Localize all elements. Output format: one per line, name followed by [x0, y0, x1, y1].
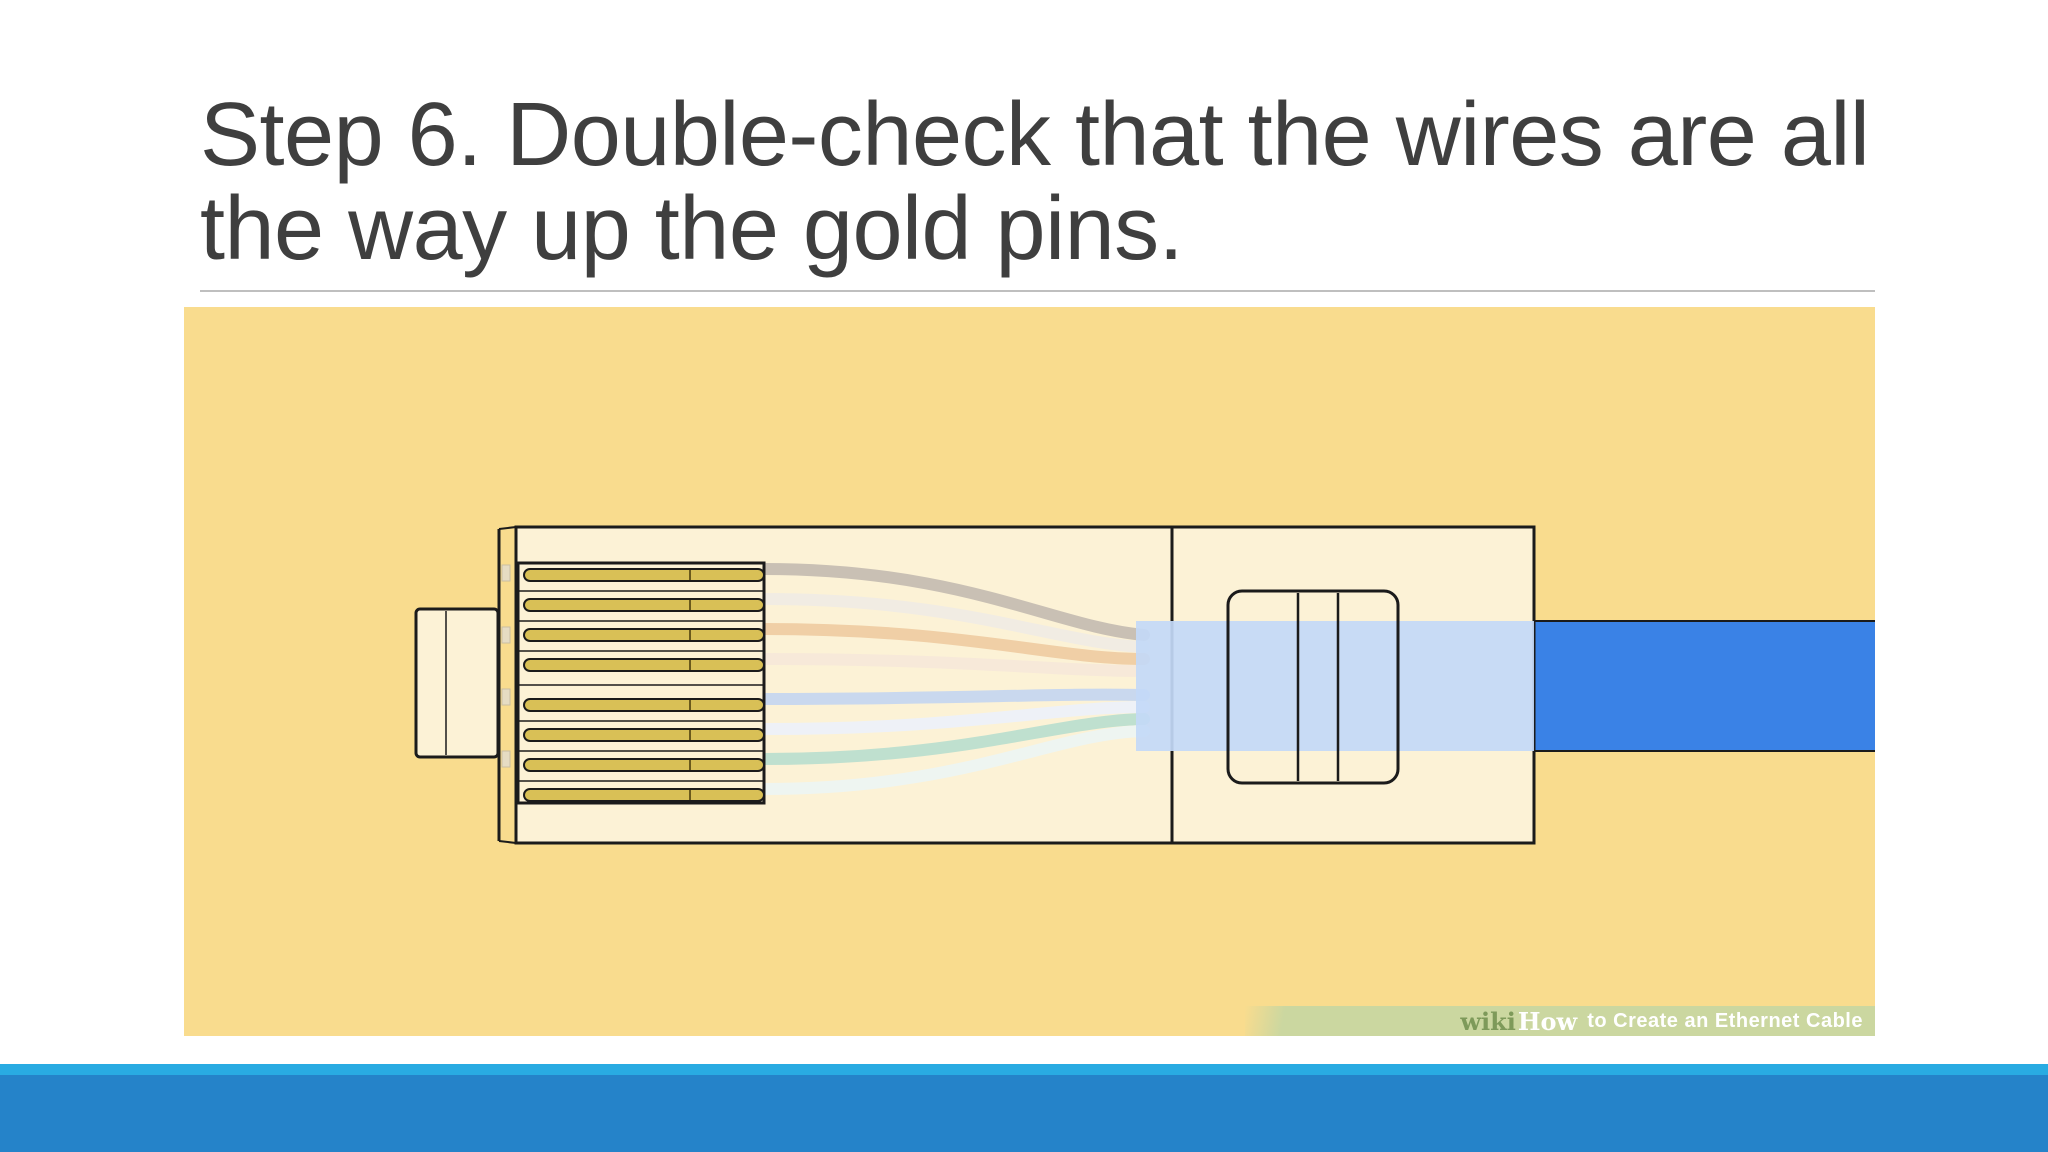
watermark-how: How — [1517, 1006, 1578, 1036]
gold-pins — [523, 568, 765, 802]
footer-accent-stripe — [0, 1064, 2048, 1075]
cable-inner-sleeve — [1136, 621, 1534, 751]
title-divider — [200, 290, 1875, 292]
watermark-wiki: wiki — [1460, 1006, 1516, 1036]
rj45-connector-drawing — [414, 525, 1875, 845]
wire-bundle — [758, 563, 1150, 795]
watermark-caption: to Create an Ethernet Cable — [1587, 1009, 1863, 1032]
footer-band — [0, 1064, 2048, 1152]
strain-relief — [1226, 589, 1400, 785]
cable-jacket — [1533, 620, 1875, 752]
slide-title: Step 6. Double-check that the wires are … — [200, 85, 1870, 279]
connector-latch — [414, 607, 500, 759]
